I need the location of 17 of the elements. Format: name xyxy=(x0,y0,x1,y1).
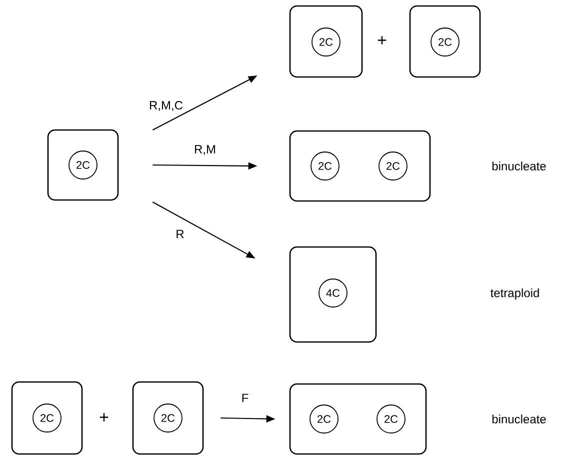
cell-box xyxy=(289,383,427,455)
cell-box xyxy=(289,130,431,202)
plus-sign: + xyxy=(100,413,108,422)
cell-box xyxy=(409,5,481,78)
cell-box xyxy=(132,381,204,455)
cell-box xyxy=(289,246,377,343)
cell-caption: binucleate xyxy=(492,414,546,424)
edge-label: R,M xyxy=(195,145,215,155)
cell-caption: binucleate xyxy=(492,162,546,170)
edge-label: R,M,C xyxy=(150,101,183,111)
cell-caption: tetraploid xyxy=(490,288,539,300)
cell-box xyxy=(289,5,363,78)
plus-sign: + xyxy=(378,36,386,44)
cell-box xyxy=(11,381,83,455)
cell-box xyxy=(47,129,119,201)
edge-label: R xyxy=(176,230,184,238)
edge-label: F xyxy=(242,394,248,402)
